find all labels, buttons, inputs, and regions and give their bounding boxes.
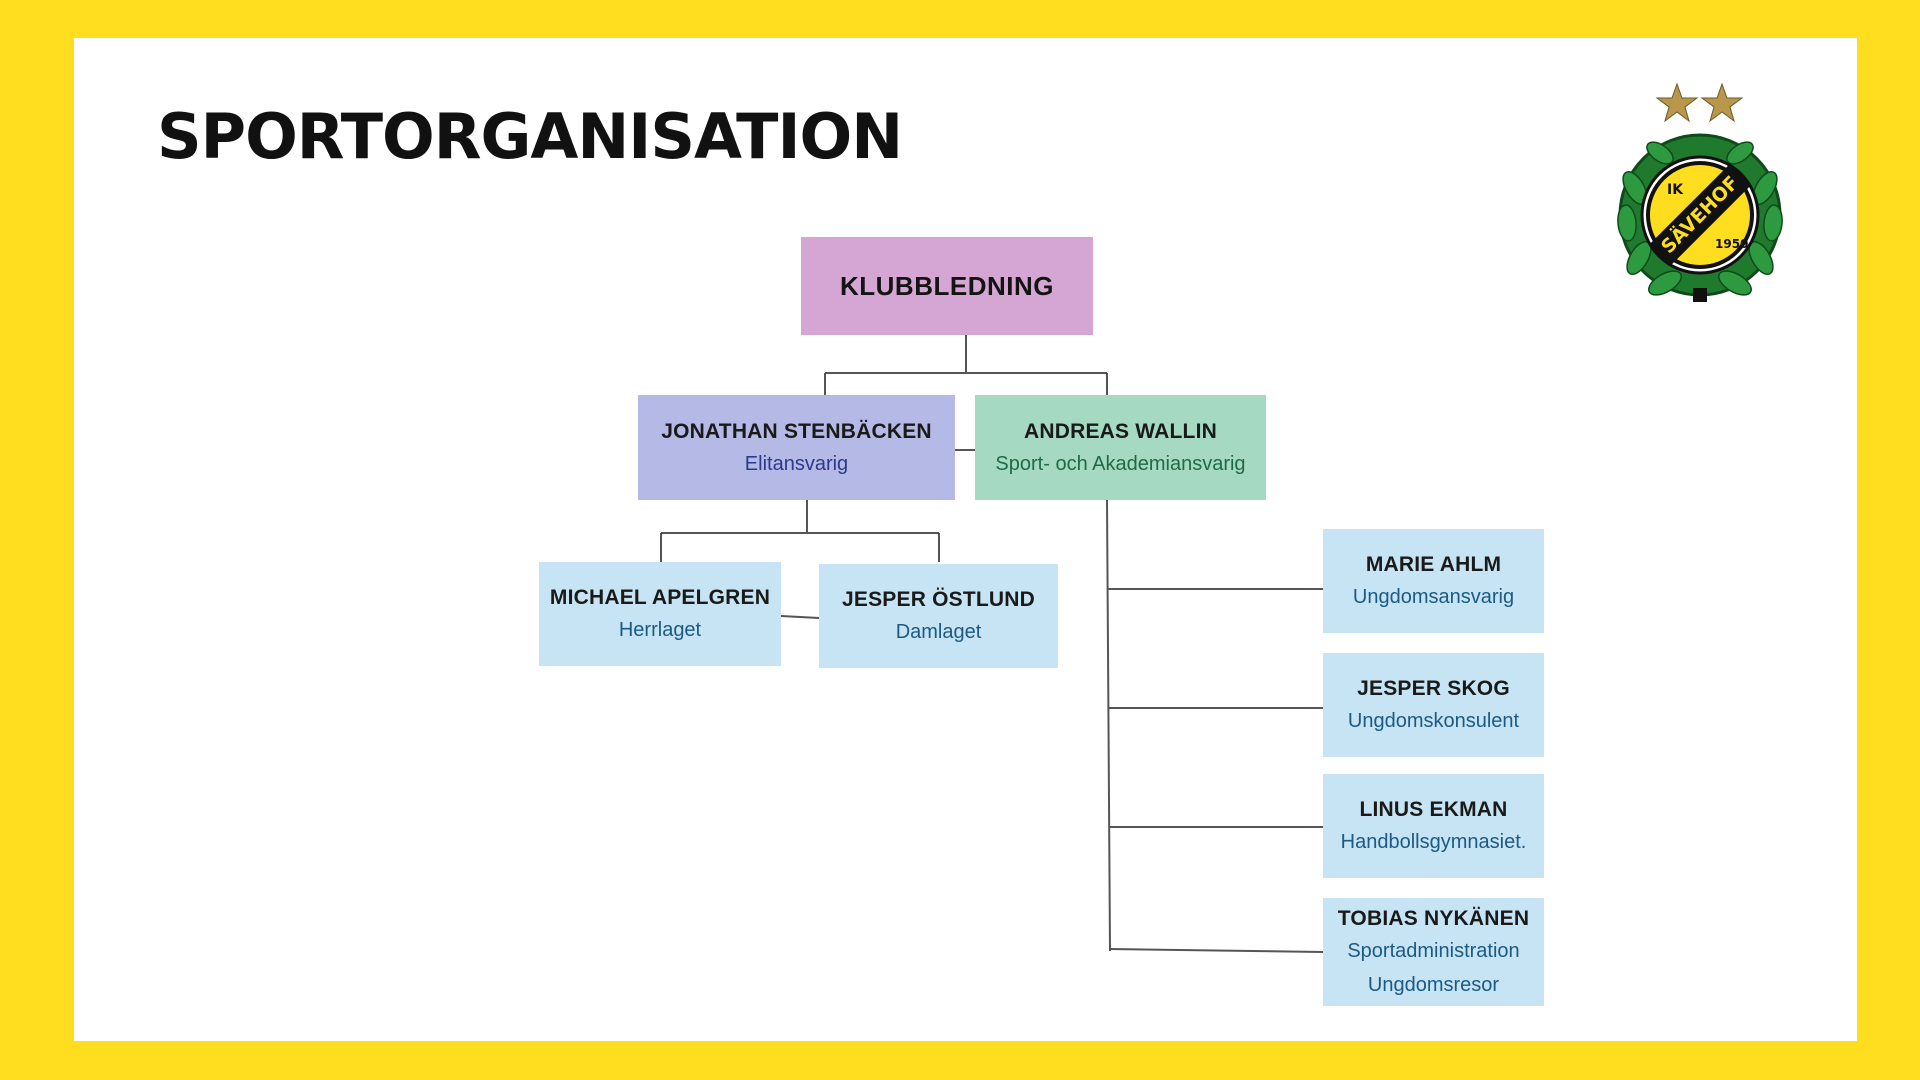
club-logo: SÄVEHOF IK 1950 xyxy=(1605,78,1795,303)
node-name: JONATHAN STENBÄCKEN xyxy=(661,419,932,443)
svg-text:1950: 1950 xyxy=(1715,237,1748,251)
page-title: SPORTORGANISATION xyxy=(157,100,903,173)
node-name: ANDREAS WALLIN xyxy=(1024,419,1217,443)
node-name: TOBIAS NYKÄNEN xyxy=(1337,907,1530,930)
node-name: KLUBBLEDNING xyxy=(840,270,1054,301)
node-name: MICHAEL APELGREN xyxy=(549,586,771,609)
node-name: MARIE AHLM xyxy=(1365,553,1502,576)
node-herrlaget: MICHAEL APELGREN Herrlaget xyxy=(539,562,781,666)
node-elitansvarig: JONATHAN STENBÄCKEN Elitansvarig xyxy=(638,395,955,500)
node-role: Sport- och Akademiansvarig xyxy=(995,452,1246,475)
node-handbollsgymnasiet: LINUS EKMAN Handbollsgymnasiet. xyxy=(1323,774,1544,878)
node-role: Herrlaget xyxy=(618,619,702,641)
svg-text:IK: IK xyxy=(1667,182,1684,198)
node-role-secondary: Ungdomsresor xyxy=(1367,974,1500,996)
node-role: Ungdomskonsulent xyxy=(1347,710,1520,732)
node-name: JESPER ÖSTLUND xyxy=(842,588,1035,611)
node-ungdomsansvarig: MARIE AHLM Ungdomsansvarig xyxy=(1323,529,1544,633)
node-sportadministration: TOBIAS NYKÄNEN Sportadministration Ungdo… xyxy=(1323,898,1544,1006)
node-role: Damlaget xyxy=(895,621,982,643)
node-role: Ungdomsansvarig xyxy=(1352,586,1515,608)
node-klubbledning: KLUBBLEDNING xyxy=(801,237,1093,335)
node-ungdomskonsulent: JESPER SKOG Ungdomskonsulent xyxy=(1323,653,1544,757)
star-icon xyxy=(1700,82,1744,123)
node-damlaget: JESPER ÖSTLUND Damlaget xyxy=(819,564,1058,668)
savehof-crest-icon: SÄVEHOF IK 1950 xyxy=(1617,82,1783,302)
node-role: Elitansvarig xyxy=(744,452,849,475)
node-name: JESPER SKOG xyxy=(1357,677,1510,700)
slide-canvas xyxy=(74,38,1857,1041)
node-role: Handbollsgymnasiet. xyxy=(1340,831,1527,853)
star-icon xyxy=(1655,82,1699,123)
node-name: LINUS EKMAN xyxy=(1359,798,1508,821)
node-sportansvarig: ANDREAS WALLIN Sport- och Akademiansvari… xyxy=(975,395,1266,500)
node-role: Sportadministration xyxy=(1347,940,1520,962)
